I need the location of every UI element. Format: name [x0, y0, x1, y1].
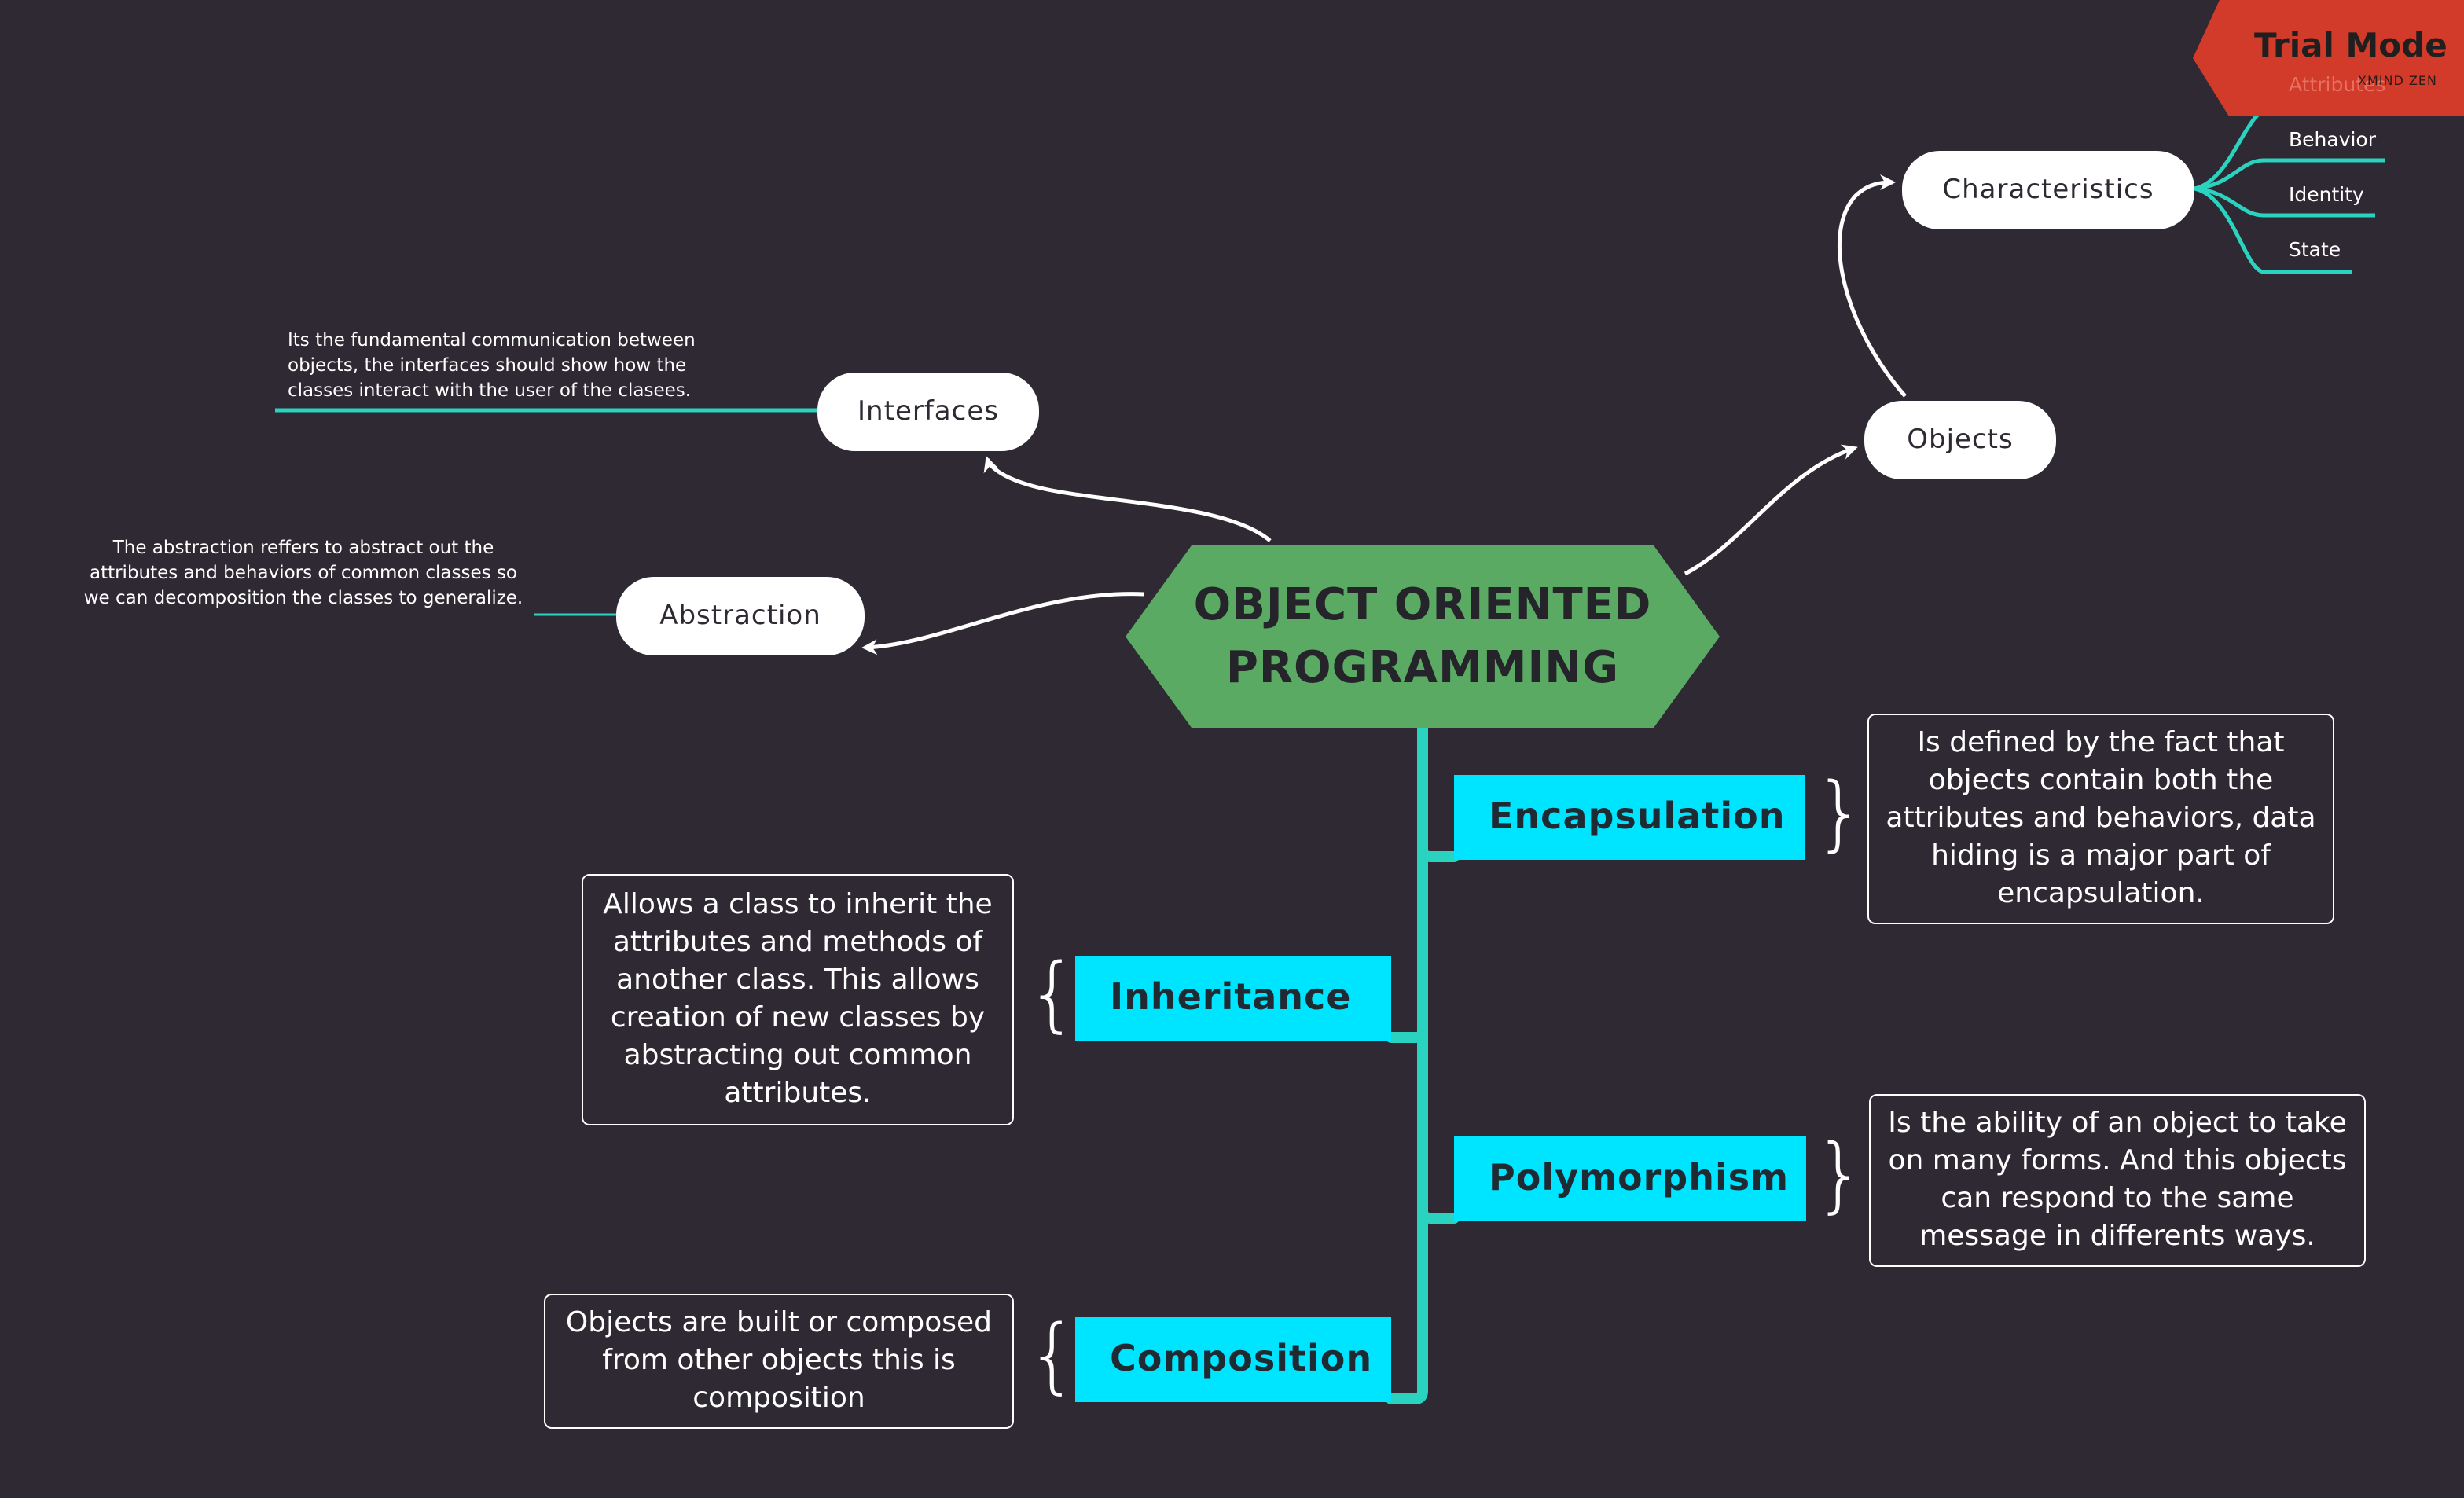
composition-brace: {	[1026, 1309, 1079, 1404]
arrow-to-abstraction	[861, 592, 1145, 655]
objects-node[interactable]: Objects	[1864, 401, 2056, 479]
encapsulation-description: Is defined by the fact that objects cont…	[1867, 714, 2334, 924]
arrow-to-interfaces	[983, 456, 1272, 542]
arrow-to-objects	[1684, 444, 1858, 576]
characteristic-identity[interactable]: Identity	[2289, 182, 2364, 206]
trial-mode-title: Trial Mode	[2254, 27, 2447, 64]
central-topic-line1: OBJECT ORIENTED	[1193, 578, 1652, 630]
characteristics-branches	[2194, 105, 2397, 274]
trial-mode-badge	[2193, 0, 2464, 116]
central-topic-line2: PROGRAMMING	[1225, 641, 1620, 693]
polymorphism-description: Is the ability of an object to take on m…	[1869, 1094, 2366, 1267]
polymorphism-node[interactable]: Polymorphism	[1454, 1136, 1806, 1221]
trial-mode-subtitle: XMIND ZEN	[2358, 74, 2437, 88]
encapsulation-node[interactable]: Encapsulation	[1454, 775, 1805, 860]
composition-description: Objects are built or composed from other…	[544, 1294, 1014, 1429]
interfaces-note: Its the fundamental communication betwee…	[288, 329, 696, 401]
interfaces-node[interactable]: Interfaces	[817, 373, 1039, 451]
inheritance-description: Allows a class to inherit the attributes…	[582, 874, 1014, 1125]
composition-node[interactable]: Composition	[1075, 1317, 1391, 1402]
arrow-to-characteristics	[1838, 174, 1907, 398]
central-topic[interactable]: OBJECT ORIENTED PROGRAMMING	[1126, 545, 1720, 728]
characteristics-node[interactable]: Characteristics	[1902, 151, 2194, 229]
abstraction-node[interactable]: Abstraction	[616, 577, 865, 655]
inheritance-node[interactable]: Inheritance	[1075, 956, 1391, 1041]
inheritance-brace: {	[1026, 948, 1079, 1042]
trunk-connector	[1386, 721, 1460, 1404]
characteristic-state[interactable]: State	[2289, 237, 2341, 261]
polymorphism-brace: }	[1814, 1129, 1867, 1223]
characteristic-behavior[interactable]: Behavior	[2289, 127, 2377, 151]
central-topic-shape	[1126, 545, 1720, 728]
abstraction-note: The abstraction reffers to abstract out …	[83, 536, 523, 608]
characteristic-attributes[interactable]: Attributes	[2289, 72, 2386, 96]
encapsulation-brace: }	[1814, 767, 1867, 861]
